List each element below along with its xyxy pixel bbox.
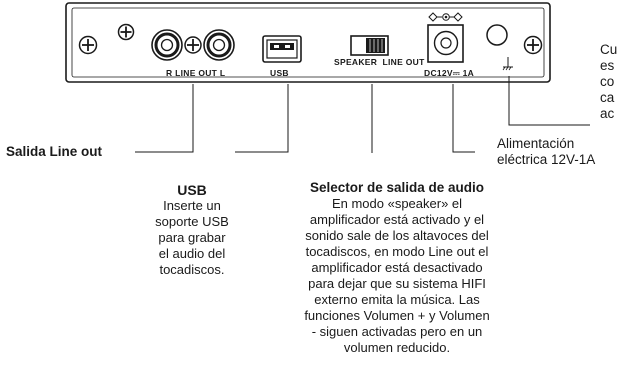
output-selector-switch-icon <box>350 35 389 56</box>
power-callout: Alimentación eléctrica 12V-1A <box>497 136 618 168</box>
leader-line-out <box>135 84 194 153</box>
ground-terminal-icon <box>486 24 513 71</box>
ground-callout-line: ac <box>600 106 615 121</box>
leader-usb <box>235 84 289 153</box>
selector-body-line: funciones Volumen + y Volumen <box>304 308 490 323</box>
usb-body-line: tocadiscos. <box>159 262 225 277</box>
dc-power-jack-icon <box>427 24 464 63</box>
selector-body-line: amplificador está activado y el <box>309 212 485 227</box>
ground-callout-line: co <box>600 74 615 89</box>
r-line-out-l-label: R LINE OUT L <box>166 68 225 78</box>
rear-panel <box>65 2 551 83</box>
selector-body-line: En modo «speaker» el <box>331 196 463 211</box>
screw-middle-icon <box>184 36 202 54</box>
power-callout-line: eléctrica 12V-1A <box>497 152 596 167</box>
selector-body-line: volumen reducido. <box>343 340 451 355</box>
line-out-callout-title: Salida Line out <box>6 144 103 159</box>
speaker-line-out-label: SPEAKER LINE OUT <box>334 57 425 67</box>
dc-rating-label: DC12V⎓ 1A <box>424 68 474 78</box>
selector-body-line: amplificador está desactivado <box>311 260 483 275</box>
selector-callout: Selector de salida de audio En modo «spe… <box>292 180 502 356</box>
usb-body-line: para grabar <box>158 230 226 245</box>
ground-callout-line: Cu <box>600 42 618 57</box>
usb-callout-body: Inserte un soporte USB para grabar el au… <box>132 198 252 278</box>
power-callout-line: Alimentación <box>497 136 575 151</box>
ground-callout: Cu es co ca ac <box>600 42 618 122</box>
selector-callout-title: Selector de salida de audio <box>309 180 485 195</box>
selector-body-line: para dejar que su sistema HIFI <box>308 276 486 291</box>
leader-ground <box>508 76 590 126</box>
usb-callout-title: USB <box>177 182 207 198</box>
leader-lines <box>135 76 590 153</box>
leader-power <box>452 84 475 153</box>
screw-left-icon <box>78 35 98 55</box>
selector-body-line: - siguen activadas pero en un <box>311 324 483 339</box>
screw-right-icon <box>523 35 543 55</box>
usb-body-line: soporte USB <box>155 214 229 229</box>
ground-callout-line: es <box>600 58 615 73</box>
selector-body-line: tocadiscos, en modo Line out el <box>305 244 489 259</box>
usb-panel-label: USB <box>270 68 289 78</box>
usb-body-line: Inserte un <box>163 198 221 213</box>
ground-callout-line: ca <box>600 90 615 105</box>
usb-port-icon <box>262 35 302 63</box>
usb-callout: USB Inserte un soporte USB para grabar e… <box>132 182 252 278</box>
rca-jack-right-icon <box>151 29 183 61</box>
usb-body-line: el audio del <box>158 246 226 261</box>
polarity-symbol-icon <box>428 12 463 22</box>
screw-top-icon <box>117 23 135 41</box>
selector-body-line: externo emita la música. Las <box>314 292 480 307</box>
rca-jack-left-icon <box>203 29 235 61</box>
selector-callout-body: En modo «speaker» el amplificador está a… <box>292 196 502 356</box>
selector-body-line: sonido sale de los altavoces del <box>305 228 489 243</box>
